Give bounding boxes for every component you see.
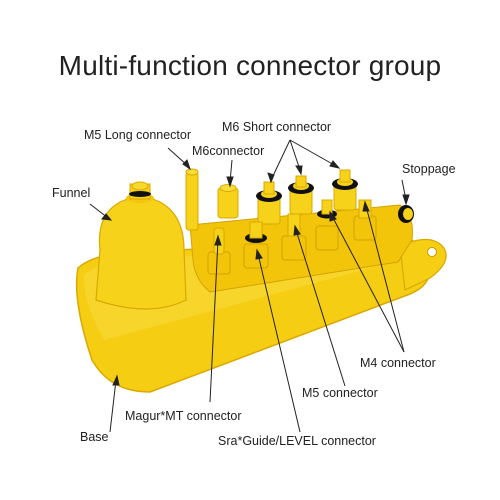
m6-short-connector-3	[332, 169, 358, 211]
label-m5-connector: M5 connector	[302, 386, 378, 400]
page-title: Multi-function connector group	[58, 50, 442, 81]
label-magura-connector: Magur*MT connector	[125, 409, 242, 423]
m6-top	[219, 184, 237, 192]
label-funnel: Funnel	[52, 186, 91, 200]
m5-long-top	[185, 168, 199, 176]
label-m6-short-connector: M6 Short connector	[222, 120, 332, 134]
label-m6-connector: M6connector	[192, 144, 265, 158]
label-m4-connector: M4 connector	[360, 356, 436, 370]
leader-lines	[89, 139, 410, 433]
base-tab-hole	[427, 247, 437, 257]
m6-short-connector-2	[288, 175, 314, 215]
m6-short-connector-1	[256, 181, 282, 225]
m6-post	[217, 187, 239, 219]
label-stoppage: Stoppage	[402, 162, 456, 176]
m5-long-post	[185, 171, 199, 231]
label-m5-long-connector: M5 Long connector	[84, 128, 192, 142]
label-base: Base	[80, 430, 109, 444]
stoppage-plug	[398, 205, 414, 223]
label-sram-connector: Sra*Guide/LEVEL connector	[218, 434, 376, 448]
funnel-tip	[131, 181, 149, 191]
funnel-body	[95, 197, 187, 310]
funnel-oring	[129, 191, 151, 197]
